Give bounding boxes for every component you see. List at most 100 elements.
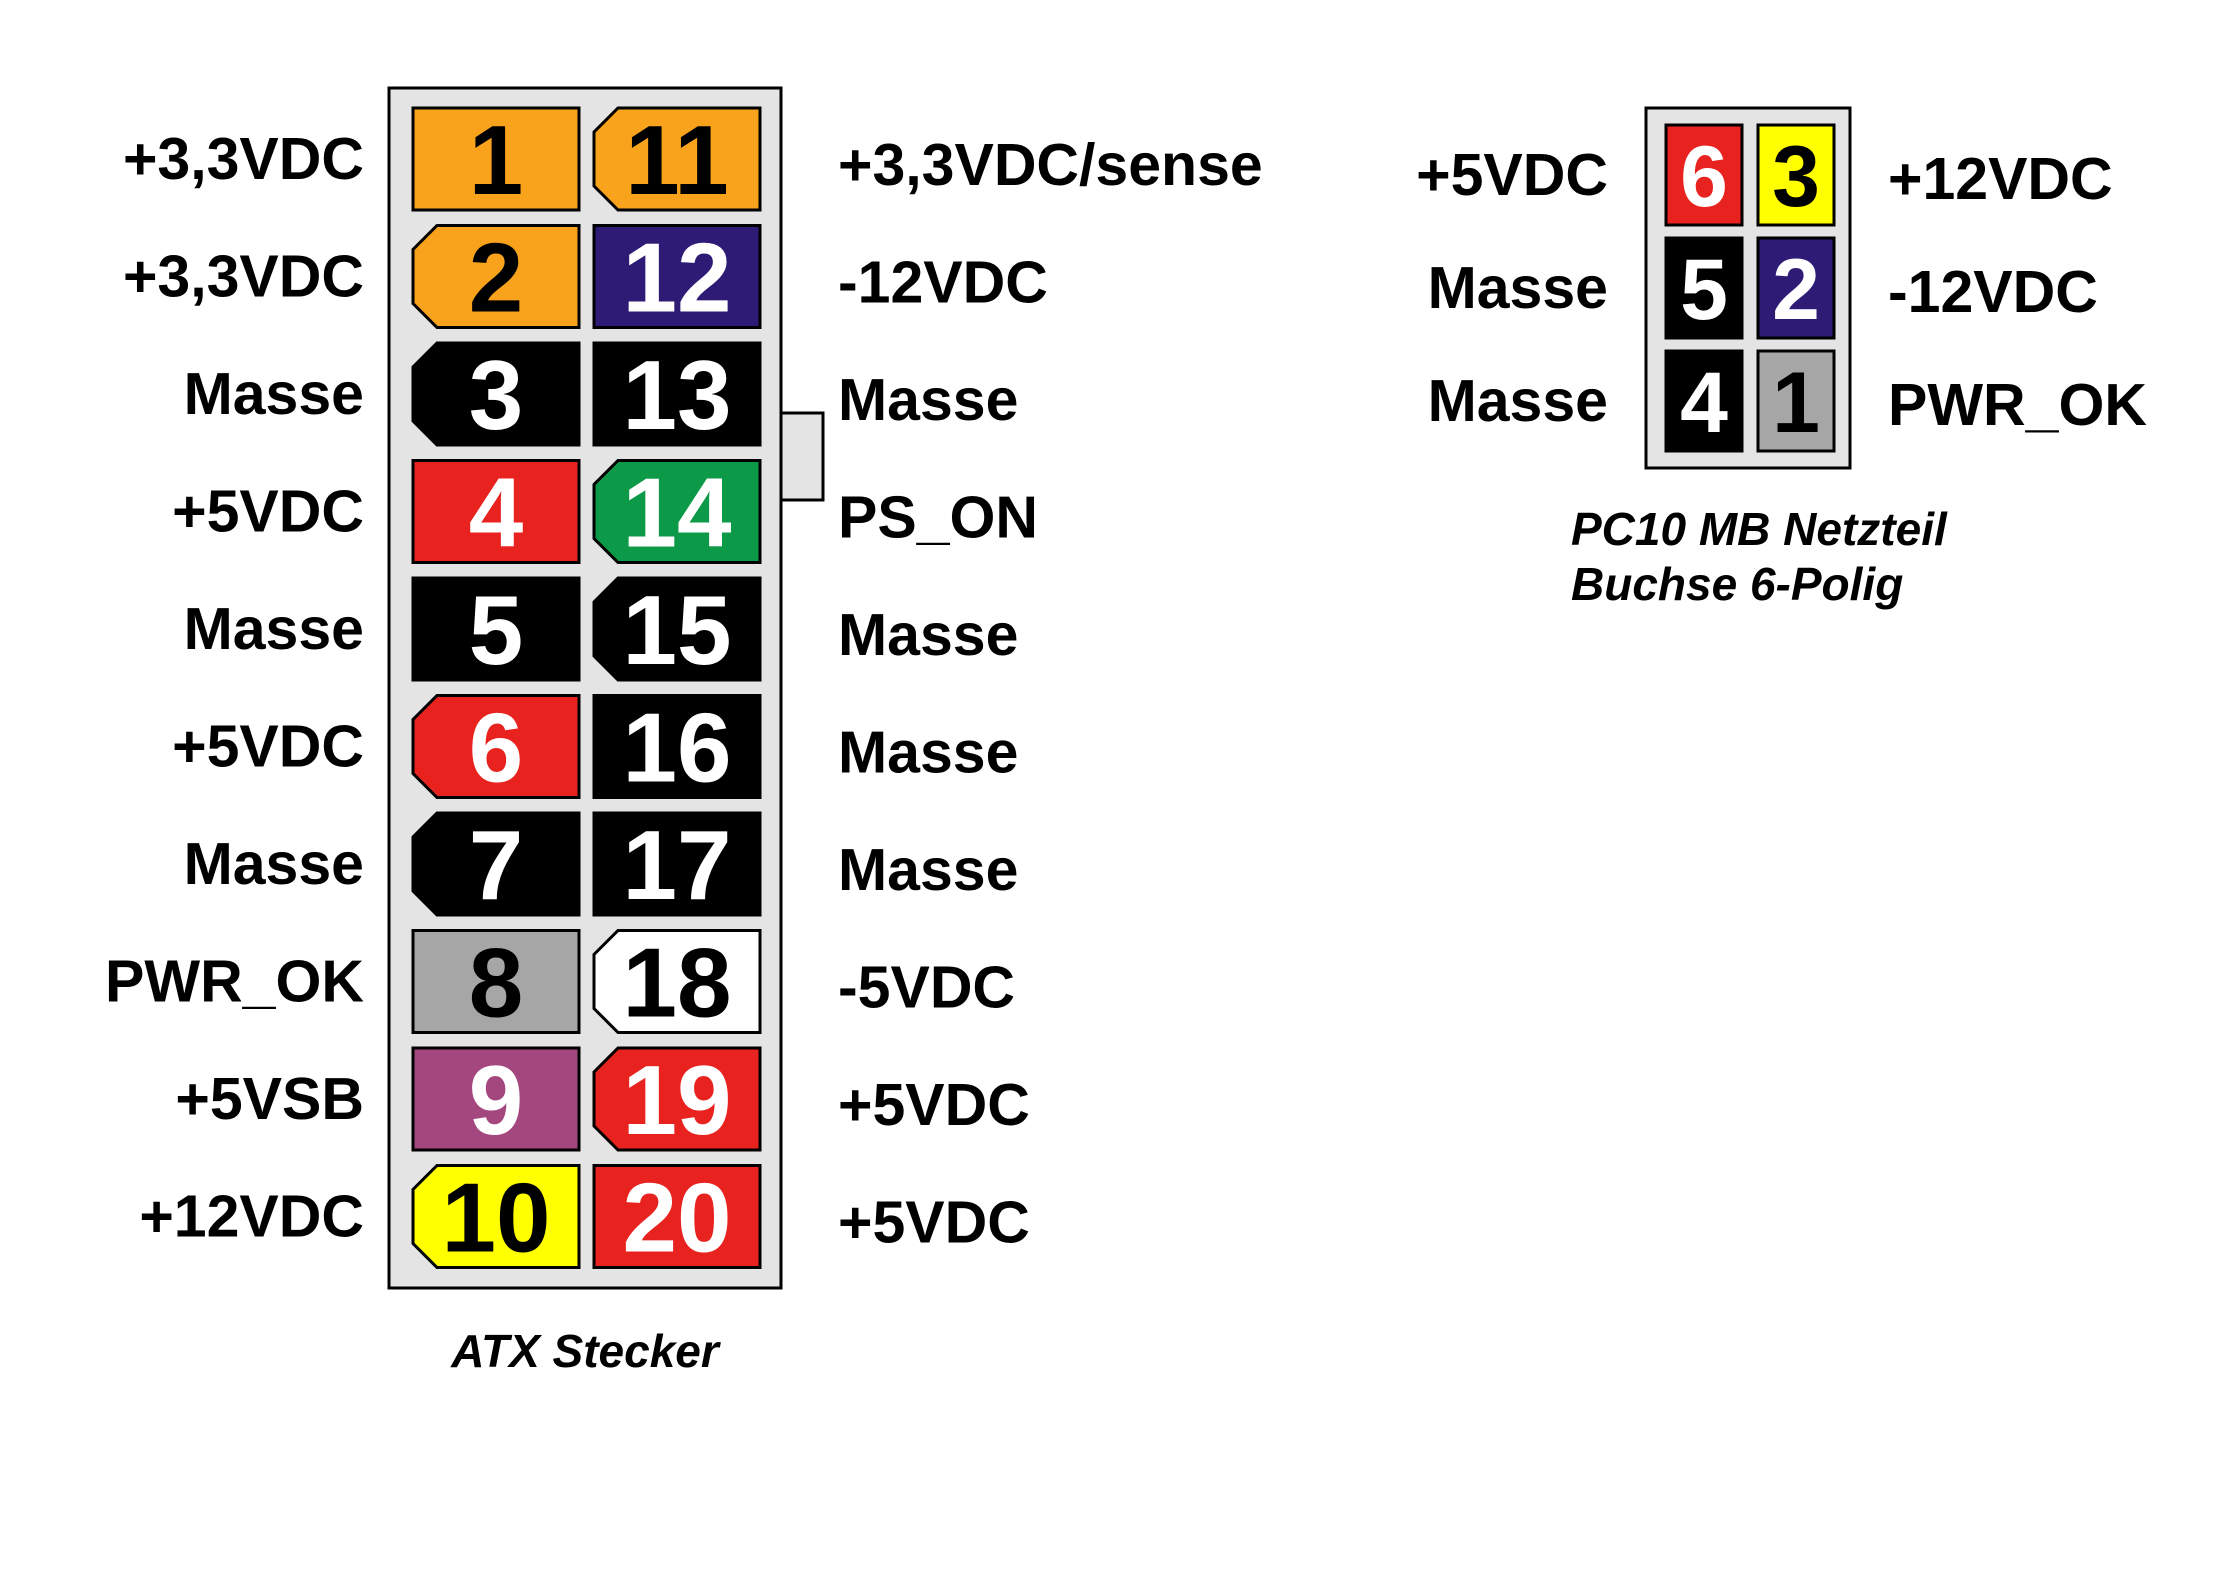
atx-pin-12: 12 [592,223,762,333]
atx-pin-label: Masse [838,837,1018,903]
atx-pin-number: 5 [469,575,524,685]
atx-pin-body [411,106,581,212]
pc10-pin-body [1664,349,1744,453]
atx-pin-6: 6 [411,693,581,803]
atx-pin-label: +5VSB [175,1066,364,1132]
pc10-pins: 6 5 4 3 2 1 [1664,123,1836,453]
atx-pin-body [411,1164,581,1269]
atx-pin-body [592,459,762,564]
pc10-pin-body [1756,236,1836,340]
atx-right-labels: +3,3VDC/sense-12VDCMassePS_ONMasseMasseM… [838,132,1263,1256]
pc10-caption-line2: Buchse 6-Polig [1571,558,1903,610]
atx-pin-7: 7 [411,810,581,920]
atx-pin-body [411,1046,581,1152]
atx-pin-number: 13 [622,340,731,450]
pc10-pin-body [1756,123,1836,227]
atx-pin-label: Masse [184,831,364,897]
atx-pin-body [411,224,581,329]
atx-pin-2: 2 [411,223,581,333]
atx-pin-number: 7 [469,810,524,920]
pc10-pin-number: 6 [1680,129,1728,225]
atx-pin-label: Masse [184,361,364,427]
atx-pin-body [592,694,762,799]
atx-pin-label: PS_ON [838,485,1038,551]
atx-pin-17: 17 [592,810,762,920]
atx-pin-number: 14 [622,458,731,568]
atx-pin-label: +3,3VDC/sense [838,132,1263,198]
atx-pin-label: Masse [838,367,1018,433]
atx-pin-9: 9 [411,1045,581,1155]
pc10-pin-5: 5 [1664,236,1744,340]
atx-pin-number: 8 [469,928,524,1038]
atx-pin-label: -5VDC [838,955,1015,1021]
atx-pin-label: +12VDC [139,1184,364,1250]
pc10-caption-line1: PC10 MB Netzteil [1571,503,1948,555]
pc10-pin-label: PWR_OK [1888,372,2147,438]
atx-pin-5: 5 [411,575,581,685]
atx-caption: ATX Stecker [450,1325,721,1377]
atx-pin-body [411,459,581,564]
atx-pin-label: +5VDC [172,479,364,545]
pc10-pin-number: 5 [1680,242,1728,338]
atx-pin-number: 17 [622,810,731,920]
atx-pin-number: 2 [469,223,524,333]
atx-pin-body [592,929,762,1034]
atx-pin-number: 20 [622,1163,731,1273]
atx-pin-number: 10 [441,1163,550,1273]
atx-pin-11: 11 [592,105,762,215]
atx-pin-number: 3 [469,340,524,450]
atx-pin-body [592,811,762,917]
atx-pin-body [411,341,581,447]
atx-pin-body [592,224,762,329]
atx-pin-10: 10 [411,1163,581,1273]
pc10-pin-number: 4 [1680,355,1728,451]
atx-pin-18: 18 [592,928,762,1038]
pc10-pin-number: 2 [1772,242,1820,338]
pc10-pin-body [1664,236,1744,340]
atx-pin-label: -12VDC [838,250,1048,316]
atx-pin-body [411,694,581,799]
atx-pin-label: +5VDC [172,714,364,780]
atx-pin-number: 16 [622,693,731,803]
atx-pin-14: 14 [592,458,762,568]
pc10-pin-label: Masse [1428,255,1608,321]
atx-pin-number: 11 [625,105,729,215]
atx-pin-label: +3,3VDC [123,244,364,310]
atx-pin-body [592,1164,762,1269]
pc10-pin-1: 1 [1756,349,1836,453]
pc10-pin-label: Masse [1428,368,1608,434]
atx-pin-label: +3,3VDC [123,126,364,192]
atx-pin-label: Masse [838,720,1018,786]
atx-pin-number: 18 [622,928,731,1038]
pc10-pin-number: 1 [1772,355,1820,451]
atx-pin-label: +5VDC [838,1072,1030,1138]
atx-pin-label: +5VDC [838,1190,1030,1256]
atx-pin-number: 1 [469,105,524,215]
pc10-pin-label: +12VDC [1888,146,2113,212]
pc10-pin-label: +5VDC [1416,142,1608,208]
atx-pin-label: Masse [838,602,1018,668]
atx-pin-4: 4 [411,458,581,568]
atx-pin-number: 12 [622,223,731,333]
atx-pin-number: 9 [469,1045,524,1155]
atx-pin-number: 6 [469,693,524,803]
atx-pin-8: 8 [411,928,581,1038]
atx-pin-number: 15 [622,575,731,685]
atx-pin-1: 1 [411,105,581,215]
pc10-pin-label: -12VDC [1888,259,2098,325]
atx-pin-number: 4 [469,458,524,568]
atx-left-labels: +3,3VDC+3,3VDCMasse+5VDCMasse+5VDCMasseP… [105,126,364,1250]
atx-pin-label: Masse [184,596,364,662]
atx-pin-13: 13 [592,340,762,450]
pc10-pin-number: 3 [1772,129,1820,225]
atx-pin-3: 3 [411,340,581,450]
atx-pin-19: 19 [592,1045,762,1155]
pc10-pin-3: 3 [1756,123,1836,227]
pc10-pin-6: 6 [1664,123,1744,227]
atx-pin-16: 16 [592,693,762,803]
